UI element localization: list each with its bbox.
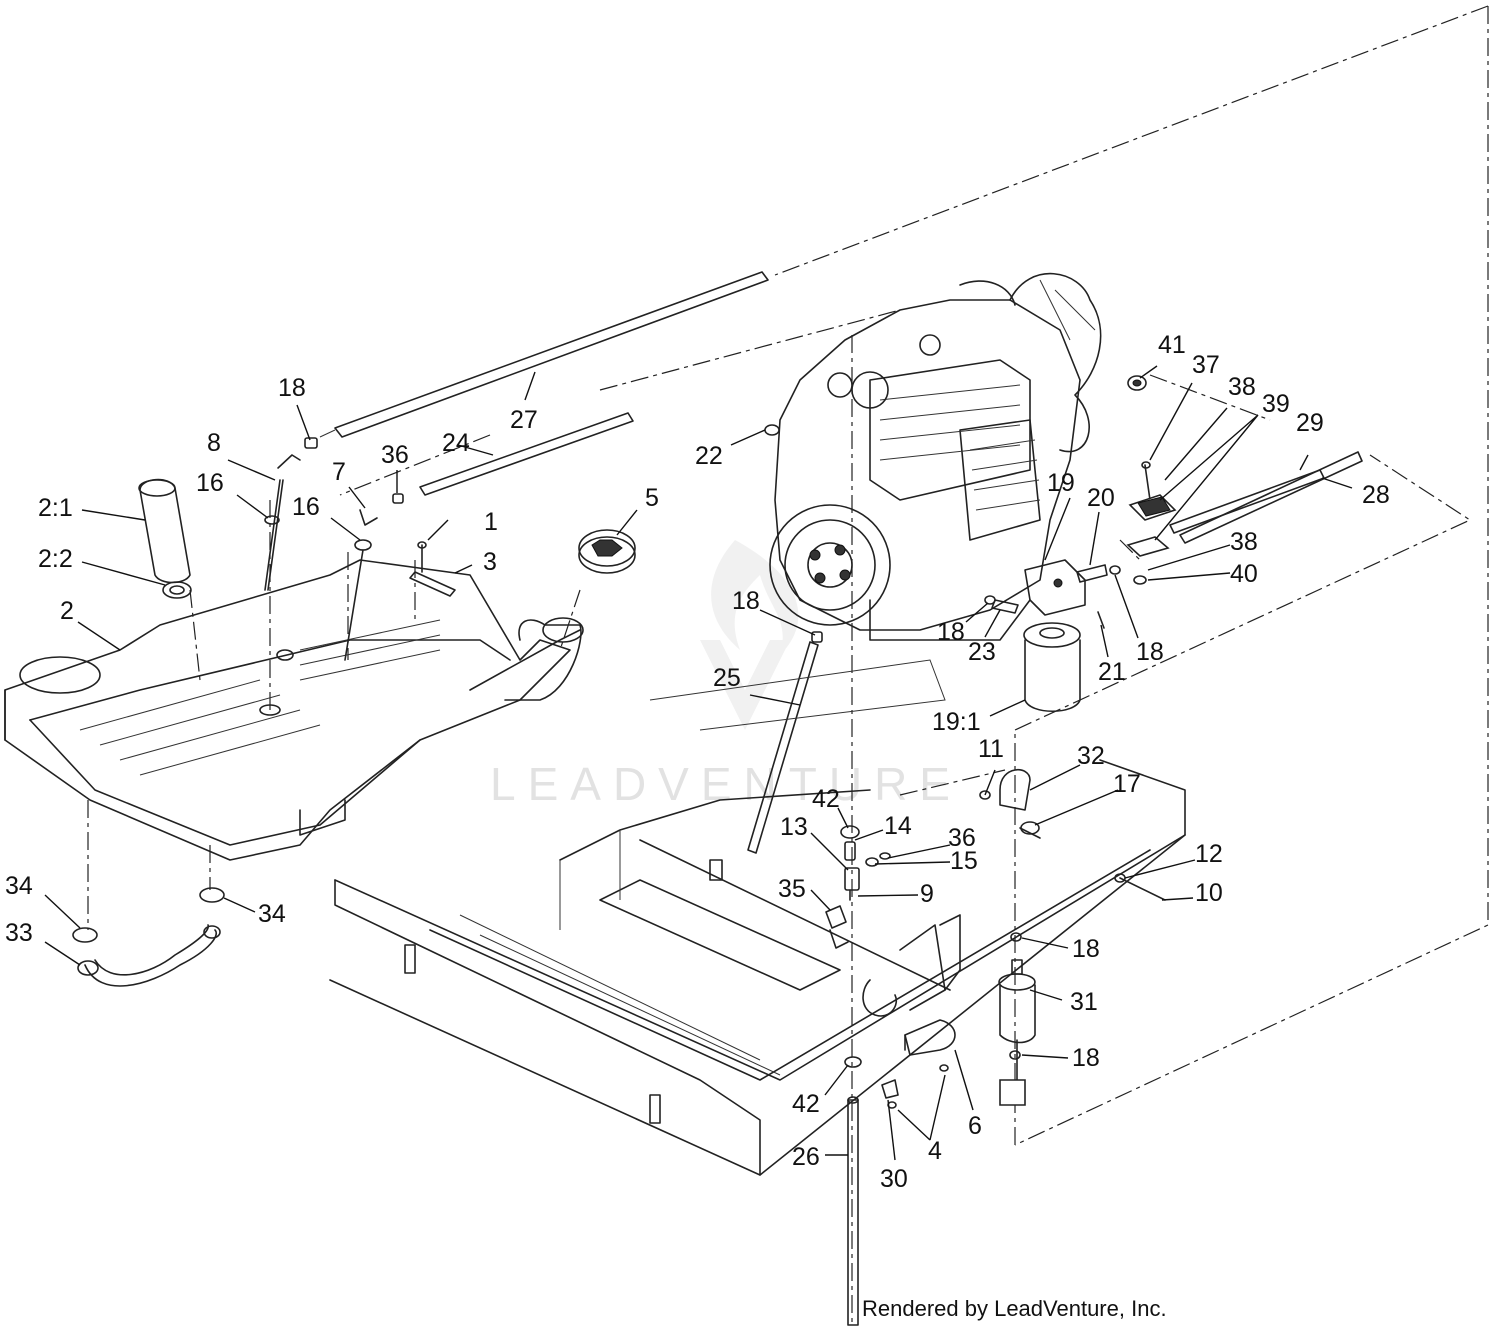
fitting-22	[764, 424, 780, 436]
callout-22: 22	[695, 442, 723, 470]
fuel-line-25	[747, 631, 823, 854]
line-fittings-top	[304, 437, 404, 504]
filler-tube	[138, 478, 191, 584]
callout-2: 2	[60, 597, 74, 625]
fuel-pickup-7	[344, 509, 378, 661]
callout-36: 36	[381, 441, 409, 469]
callout-27: 27	[510, 406, 538, 434]
callout-18: 18	[278, 374, 306, 402]
callout-3: 3	[483, 548, 497, 576]
chassis-frame	[329, 659, 1186, 1176]
leader-lines	[44, 365, 1353, 1161]
callout-41: 41	[1158, 331, 1186, 359]
callout-7: 7	[332, 458, 346, 486]
credit-text: Rendered by LeadVenture, Inc.	[862, 1296, 1167, 1321]
callout-38: 38	[1228, 373, 1256, 401]
fuel-line-28	[1179, 451, 1363, 544]
hose-clamp-bracket	[1126, 461, 1177, 585]
fuel-pickup-8	[264, 454, 301, 591]
fuel-line-27	[319, 271, 769, 438]
callout-labels: 18 27 8 36 24 16 7 2:1 16 1 5 2:2 3 2 22…	[5, 331, 1390, 1193]
callout-12: 12	[1195, 840, 1223, 868]
callout-19-1: 19:1	[932, 708, 981, 736]
callout-10: 10	[1195, 879, 1223, 907]
fuel-line-26	[844, 1056, 862, 1326]
callout-5: 5	[645, 484, 659, 512]
callout-18: 18	[1072, 1044, 1100, 1072]
callout-39: 39	[1262, 390, 1290, 418]
callout-20: 20	[1087, 484, 1115, 512]
callout-25: 25	[713, 664, 741, 692]
callout-18: 18	[732, 587, 760, 615]
fuel-line-24	[419, 412, 634, 496]
callout-2-1: 2:1	[38, 494, 73, 522]
callout-16: 16	[292, 493, 320, 521]
fuel-pump	[998, 932, 1036, 1106]
callout-4: 4	[928, 1137, 942, 1165]
callout-18: 18	[1136, 638, 1164, 666]
callout-2-2: 2:2	[38, 545, 73, 573]
callout-21: 21	[1098, 658, 1126, 686]
callout-24: 24	[442, 429, 470, 457]
pump-bracket	[881, 1019, 956, 1109]
callout-23: 23	[968, 638, 996, 666]
callout-42: 42	[792, 1090, 820, 1118]
clamp-bracket	[409, 541, 456, 597]
shutoff-fittings	[825, 825, 891, 949]
callout-28: 28	[1362, 481, 1390, 509]
mount-clamp	[979, 768, 1041, 839]
callout-30: 30	[880, 1165, 908, 1193]
callout-36: 36	[948, 824, 976, 852]
callout-34: 34	[258, 900, 286, 928]
callout-40: 40	[1230, 560, 1258, 588]
callout-29: 29	[1296, 409, 1324, 437]
callout-17: 17	[1113, 770, 1141, 798]
callout-1: 1	[484, 508, 498, 536]
fuel-cap	[578, 529, 636, 574]
callout-9: 9	[920, 880, 934, 908]
callout-13: 13	[780, 813, 808, 841]
callout-16: 16	[196, 469, 224, 497]
fuel-tank	[4, 559, 584, 861]
fuel-filter-head	[984, 559, 1121, 629]
callout-11: 11	[978, 735, 1004, 763]
engine	[769, 272, 1102, 641]
callout-38: 38	[1230, 528, 1258, 556]
callout-15: 15	[950, 847, 978, 875]
grommet-41	[1127, 375, 1147, 391]
callout-26: 26	[792, 1143, 820, 1171]
callout-34: 34	[5, 872, 33, 900]
callout-8: 8	[207, 429, 221, 457]
assembly-outline	[87, 5, 1489, 1325]
bolt-10	[1114, 873, 1166, 901]
watermark-logo	[700, 540, 799, 730]
callout-18: 18	[1072, 935, 1100, 963]
callout-14: 14	[884, 812, 912, 840]
callout-33: 33	[5, 919, 33, 947]
callout-19: 19	[1047, 469, 1075, 497]
grommet	[162, 581, 192, 599]
hose-33	[72, 887, 225, 987]
callout-35: 35	[778, 875, 806, 903]
callout-42: 42	[812, 785, 840, 813]
callout-37: 37	[1192, 351, 1220, 379]
callout-18: 18	[937, 618, 965, 646]
watermark-text: LEADVENTURE	[490, 758, 962, 810]
callout-31: 31	[1070, 988, 1098, 1016]
callout-6: 6	[968, 1112, 982, 1140]
fuel-filter	[1023, 622, 1081, 712]
callout-32: 32	[1077, 742, 1105, 770]
